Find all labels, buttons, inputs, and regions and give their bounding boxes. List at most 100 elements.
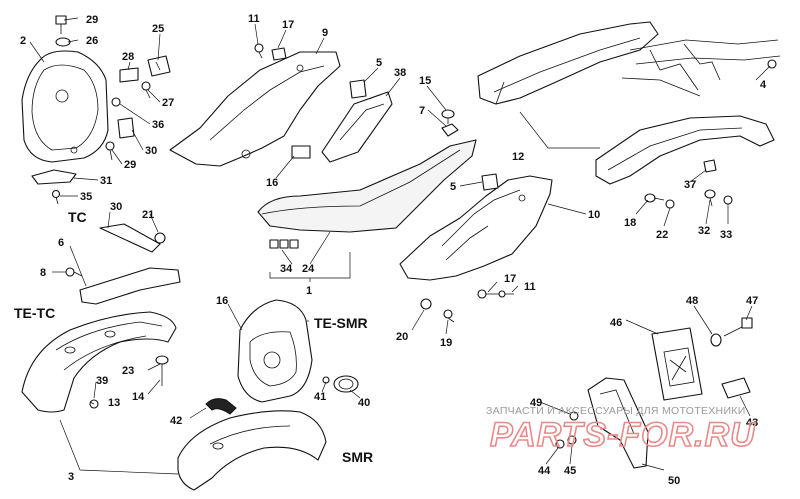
callout-15: 15 [419, 75, 431, 87]
screw-17b-11b [477, 289, 514, 299]
callout-50: 50 [668, 475, 680, 487]
callout-5b: 5 [450, 181, 456, 193]
callout-20: 20 [396, 331, 408, 343]
callout-36: 36 [152, 119, 164, 131]
callout-8: 8 [40, 267, 46, 279]
callout-3: 3 [68, 471, 74, 483]
clip-21 [154, 232, 166, 244]
callout-39: 39 [96, 375, 108, 387]
callout-49: 49 [530, 397, 542, 409]
screw-29 [55, 15, 67, 34]
callout-26: 26 [86, 35, 98, 47]
screw-11a [254, 43, 264, 59]
callout-47: 47 [746, 295, 758, 307]
callout-46: 46 [610, 317, 622, 329]
variant-label-tc: TC [68, 209, 87, 225]
screw-32 [704, 189, 716, 207]
bracket-30a [117, 117, 135, 139]
callout-4: 4 [760, 79, 767, 91]
callout-29a: 29 [86, 14, 98, 26]
front-fender-smr [177, 410, 327, 491]
callout-17a: 17 [282, 19, 294, 31]
watermark-caption: ЗАПЧАСТИ И АКСЕССУАРЫ ДЛЯ МОТОТЕХНИКИ [486, 405, 746, 417]
rear-fender-lower [595, 115, 775, 185]
callout-14: 14 [132, 391, 145, 403]
washer-48 [710, 333, 722, 347]
washer-22 [665, 199, 675, 209]
screw-8 [65, 267, 83, 277]
bracket-6 [79, 267, 181, 305]
callout-24: 24 [302, 263, 315, 275]
bracket-25 [147, 55, 171, 77]
seat-pads-34 [269, 239, 299, 249]
bracket-31 [31, 169, 77, 185]
bracket-30b [99, 223, 161, 253]
callout-37: 37 [684, 179, 696, 191]
watermark-logo: PARTS-FOR.RU [490, 416, 756, 454]
nut-49 [569, 411, 579, 421]
screw-15 [441, 109, 455, 124]
callout-32: 32 [698, 225, 710, 237]
screw-41 [322, 376, 330, 384]
callout-10: 10 [588, 209, 600, 221]
nut-44 [555, 439, 565, 449]
screw-29b [105, 141, 115, 161]
callout-11b: 11 [524, 281, 536, 293]
clamp-42 [205, 398, 237, 415]
license-plate-bracket [651, 327, 703, 401]
screw-19 [443, 309, 455, 323]
screw-47 [723, 317, 753, 337]
callout-38: 38 [394, 67, 406, 79]
callout-22: 22 [656, 229, 668, 241]
washer-26 [55, 37, 71, 47]
screw-27 [141, 81, 151, 99]
callout-30b: 30 [110, 201, 122, 213]
callout-30a: 30 [145, 145, 157, 157]
callout-35: 35 [80, 191, 92, 203]
callout-42: 42 [170, 415, 182, 427]
callout-7: 7 [419, 105, 425, 117]
variant-label-te-tc: TE-TC [14, 305, 55, 321]
callout-34: 34 [280, 263, 293, 275]
callout-29b: 29 [124, 159, 136, 171]
rear-subframe [621, 39, 781, 97]
callout-16a: 16 [266, 177, 278, 189]
callout-5a: 5 [376, 57, 382, 69]
seat [257, 123, 477, 233]
washer-33 [723, 195, 733, 205]
callout-9: 9 [322, 27, 328, 39]
callout-45: 45 [564, 465, 576, 477]
washer-45 [567, 435, 577, 445]
screw-14-23 [155, 355, 169, 386]
screw-35 [51, 189, 61, 205]
callout-11a: 11 [248, 13, 260, 25]
clip-5b [481, 173, 499, 191]
callout-31: 31 [100, 175, 112, 187]
callout-28: 28 [122, 51, 134, 63]
callout-13: 13 [108, 397, 120, 409]
callout-44: 44 [538, 465, 551, 477]
headlight-fairing [21, 50, 109, 163]
callout-2: 2 [20, 35, 26, 47]
clamp-40 [333, 375, 359, 393]
callout-12: 12 [512, 151, 524, 163]
callout-23: 23 [122, 365, 134, 377]
callout-numbers: 29 26 2 25 28 27 36 30 29 31 35 11 17 9 … [20, 13, 767, 487]
side-panel-left [169, 51, 341, 167]
variant-label-smr: SMR [342, 449, 373, 465]
callout-41: 41 [314, 391, 326, 403]
callout-25: 25 [152, 23, 164, 35]
variant-label-te-smr: TE-SMR [314, 315, 368, 331]
reflector-43 [721, 377, 751, 399]
callout-19: 19 [440, 337, 452, 349]
clip-5a [349, 79, 367, 99]
washer-20 [420, 298, 432, 310]
pad-16a [291, 145, 311, 159]
tail-light-holder-50 [587, 377, 649, 469]
side-panel-right [399, 175, 553, 281]
headlight-mask-te-smr [237, 299, 313, 403]
callout-6: 6 [58, 237, 64, 249]
callout-17b: 17 [504, 273, 516, 285]
callout-27: 27 [162, 97, 174, 109]
